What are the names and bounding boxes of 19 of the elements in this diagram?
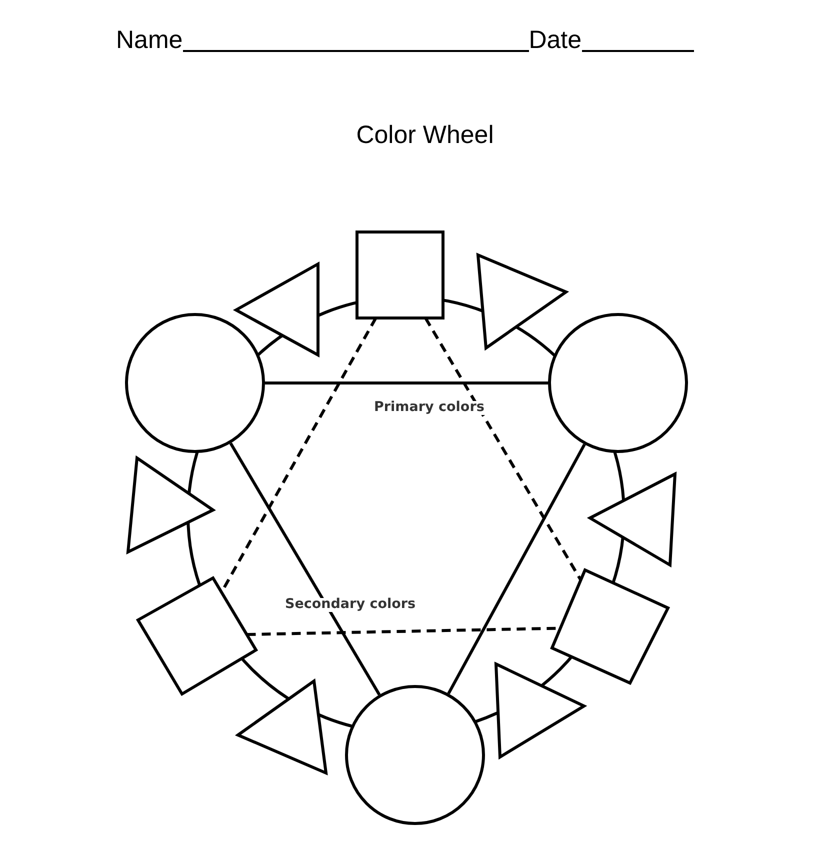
blank-circle: [125, 313, 265, 453]
blank-square: [355, 230, 445, 320]
blank-triangle: [476, 253, 568, 350]
connector-line: [424, 317, 582, 581]
blank-triangle: [234, 262, 320, 357]
blank-triangle: [236, 679, 328, 775]
connector-line: [229, 442, 381, 696]
blank-triangle: [588, 472, 677, 567]
edge-label: Primary colors: [372, 401, 486, 414]
connector-line: [447, 444, 586, 694]
edge-label: Secondary colors: [283, 598, 418, 612]
blank-triangle: [494, 662, 586, 759]
date-label: Date: [528, 28, 582, 53]
connector-line: [265, 382, 548, 384]
blank-circle: [345, 685, 485, 825]
blank-circle: [548, 313, 688, 453]
name-label: Name: [116, 28, 183, 53]
blank-triangle: [126, 456, 215, 554]
title: Color Wheel: [356, 120, 494, 151]
